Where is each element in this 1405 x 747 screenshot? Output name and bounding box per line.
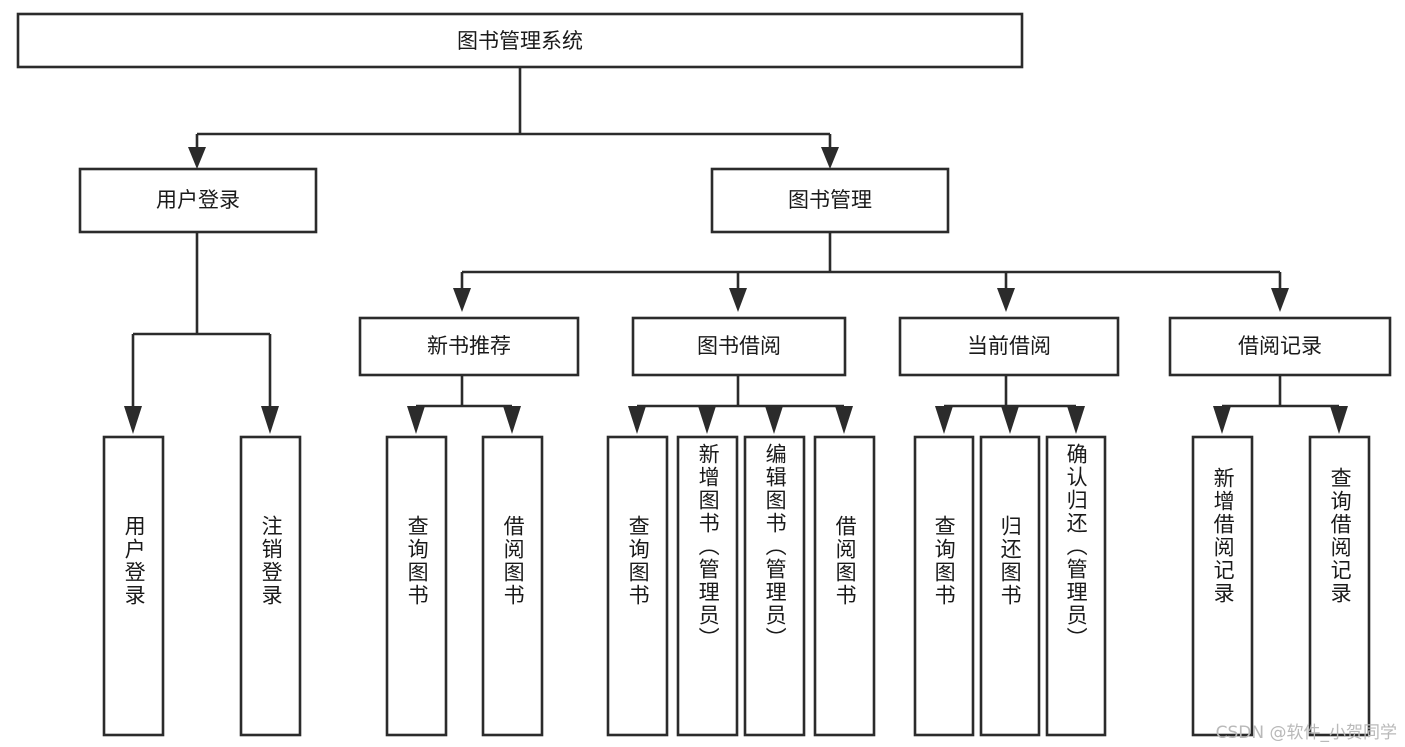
arrow-head-leaf4 [503,406,521,434]
arrow-head-leaf3 [407,406,425,434]
leaf-box-confirm-return-admin[interactable] [1045,435,1107,737]
node-root-box[interactable] [16,12,1024,69]
arrow-head-leaf1 [124,406,142,434]
node-current-borrow[interactable]: 当前借阅 [898,316,1120,377]
arrow-head-l2a [188,147,206,169]
node-book-management[interactable]: 图书管理 [710,167,950,234]
node-book-management-box[interactable] [710,167,950,234]
node-new-book-recommend-label: 新书推荐 [427,334,511,358]
arrow-head-leaf7 [765,406,783,434]
arrow-head-leaf11 [1067,406,1085,434]
arrow-head-leaf12 [1213,406,1231,434]
leaf-box-borrow-book-b[interactable] [813,435,876,737]
node-root-label: 图书管理系统 [457,29,583,53]
connector-group-l3c [935,375,1085,434]
leaf-box-add-book-admin[interactable] [676,435,739,737]
leaf-box-query-borrow-record[interactable] [1308,435,1371,737]
arrow-head-l3a [453,288,471,312]
node-borrow-record-label: 借阅记录 [1238,334,1322,358]
leaf-box-return-book[interactable] [979,435,1041,737]
node-user-login-box[interactable] [78,167,318,234]
connector-group-l2a [124,232,279,434]
node-book-borrow-label: 图书借阅 [697,334,781,358]
leaf-box-query-book-c[interactable] [913,435,975,737]
arrow-head-l3b [729,288,747,312]
node-current-borrow-box[interactable] [898,316,1120,377]
connector-group-l3d [1213,375,1348,434]
node-new-book-recommend-box[interactable] [358,316,580,377]
node-current-borrow-label: 当前借阅 [967,334,1051,358]
arrow-head-leaf9 [935,406,953,434]
arrow-head-leaf6 [698,406,716,434]
leaf-box-query-book-a[interactable] [385,435,448,737]
arrow-head-leaf8 [835,406,853,434]
arrow-head-leaf13 [1330,406,1348,434]
leaf-box-borrow-book-a[interactable] [481,435,544,737]
arrow-head-l3c [997,288,1015,312]
leaf-box-user-login[interactable] [102,435,165,737]
arrow-head-leaf2 [261,406,279,434]
node-borrow-record-box[interactable] [1168,316,1392,377]
node-book-borrow-box[interactable] [631,316,847,377]
node-user-login-label: 用户登录 [156,188,240,212]
leaf-box-query-book-b[interactable] [606,435,669,737]
node-root[interactable]: 图书管理系统 [16,12,1024,69]
node-new-book-recommend[interactable]: 新书推荐 [358,316,580,377]
arrow-head-leaf10 [1001,406,1019,434]
arrow-head-l3d [1271,288,1289,312]
node-borrow-record[interactable]: 借阅记录 [1168,316,1392,377]
leaf-box-logout[interactable] [239,435,302,737]
connector-group-l2b [453,232,1289,312]
leaf-box-add-borrow-record[interactable] [1191,435,1254,737]
leaf-box-edit-book-admin[interactable] [743,435,806,737]
node-book-borrow[interactable]: 图书借阅 [631,316,847,377]
node-book-management-label: 图书管理 [788,188,872,212]
arrow-head-l2b [821,147,839,169]
connector-group-l3b [628,375,853,434]
arrow-head-leaf5 [628,406,646,434]
connector-group-root [188,67,839,169]
node-user-login[interactable]: 用户登录 [78,167,318,234]
connector-group-l3a [407,375,521,434]
leaf-box-group [102,435,1371,737]
